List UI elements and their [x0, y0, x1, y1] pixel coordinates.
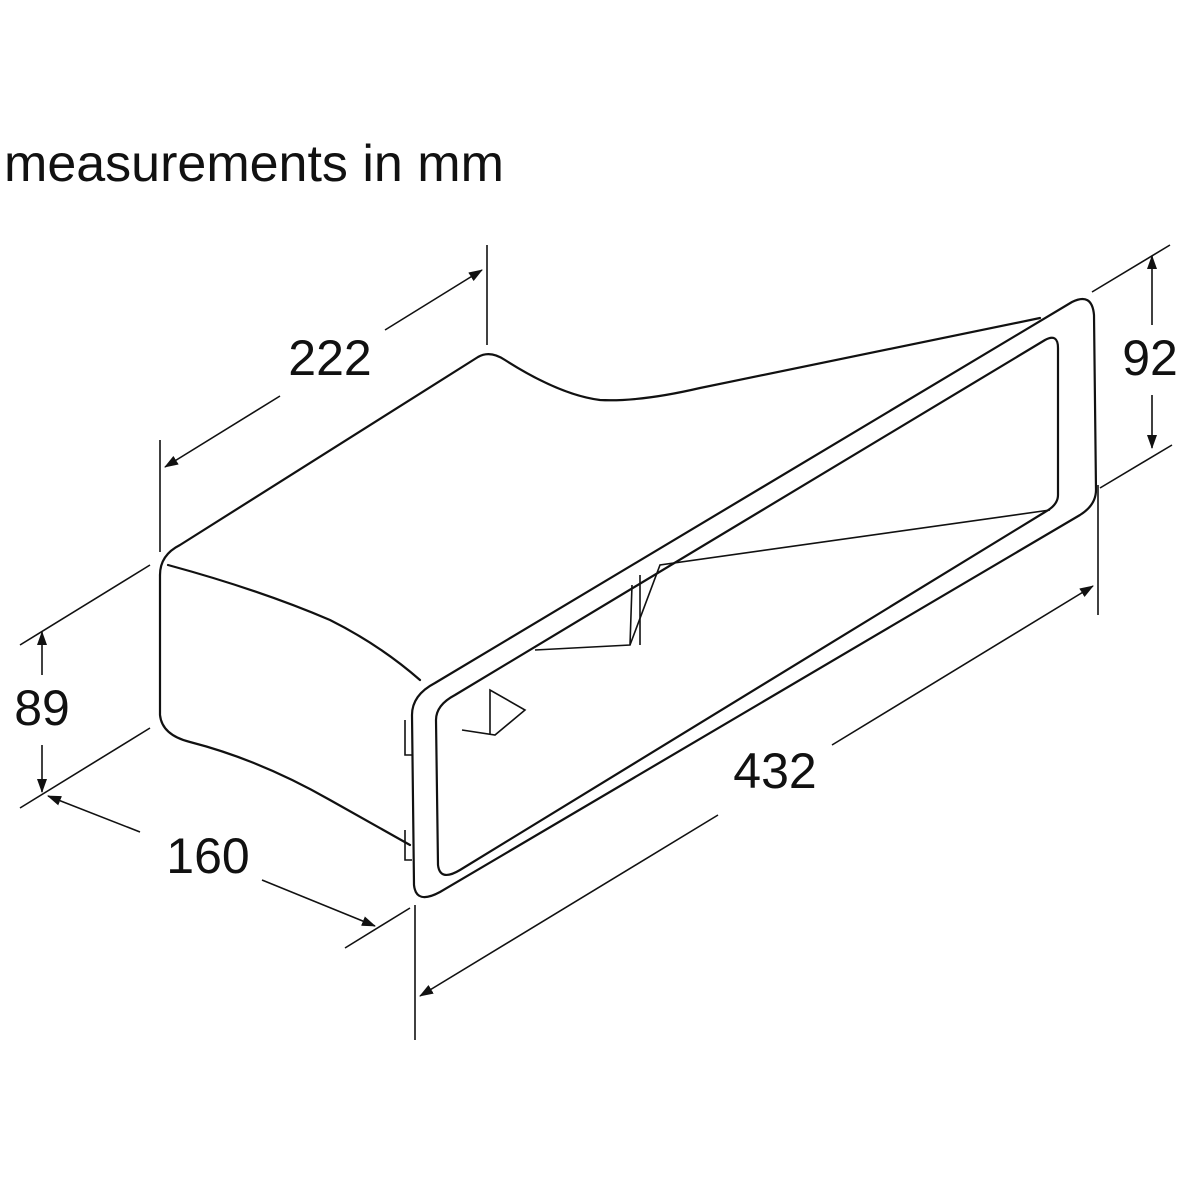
frame-inner — [434, 336, 1060, 877]
diagram-title: measurements in mm — [4, 135, 504, 193]
duct-top-surface — [158, 316, 1042, 577]
dimension-222: 222 — [159, 245, 488, 552]
dimension-160: 160 — [47, 795, 411, 949]
dimension-label-160: 160 — [166, 828, 249, 884]
duct-inner-rib — [461, 575, 641, 736]
dimension-label-89: 89 — [14, 680, 70, 736]
dimension-label-432: 432 — [733, 743, 816, 799]
outlet-frame — [410, 297, 1098, 899]
duct-inner-bottom — [534, 509, 1051, 651]
frame-outer — [410, 297, 1098, 899]
duct-front-edge — [166, 563, 422, 682]
dimension-label-222: 222 — [288, 330, 371, 386]
duct-body — [158, 316, 1051, 861]
dimension-89: 89 — [14, 564, 151, 809]
dimension-432: 432 — [414, 485, 1099, 1040]
dimension-92: 92 — [1091, 244, 1178, 489]
duct-left-face — [158, 573, 412, 847]
duct-clip — [404, 720, 412, 861]
dimension-label-92: 92 — [1122, 330, 1178, 386]
